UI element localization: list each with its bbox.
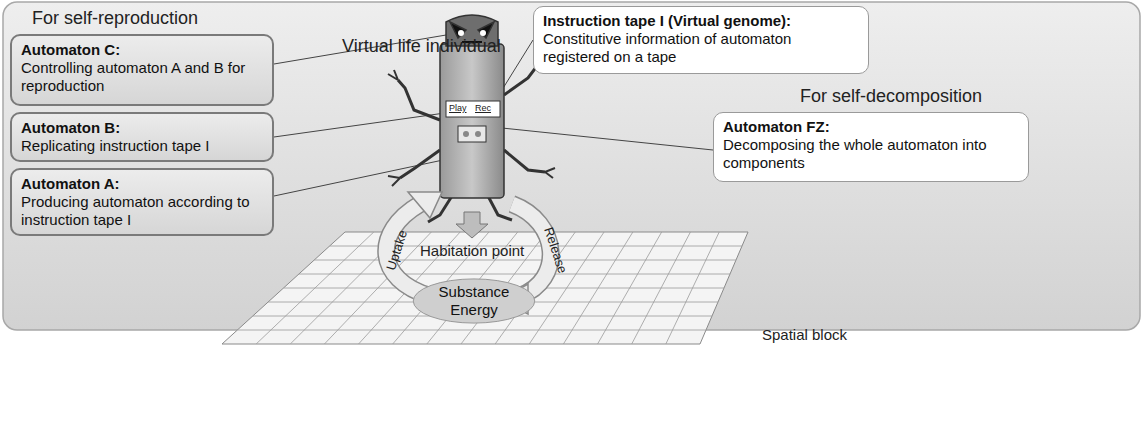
box-text: Substance Energy	[426, 283, 522, 319]
flow-label: Uptake	[385, 228, 412, 272]
substance-energy: Substance Energy	[412, 278, 536, 324]
automaton-box: Automaton B:Replicating instruction tape…	[10, 112, 274, 162]
flow-label: Release	[541, 225, 570, 275]
group-heading: For self-decomposition	[800, 86, 982, 107]
box-heading: Automaton FZ:	[723, 118, 1019, 136]
place-label: Habitation point	[420, 242, 524, 259]
box-heading: Instruction tape I (Virtual genome):	[543, 12, 859, 30]
box-text: Producing automaton according to instruc…	[21, 193, 263, 229]
box-heading: Automaton C:	[21, 41, 263, 59]
button-label: Play	[449, 103, 467, 113]
figure-label: Virtual life individual	[342, 36, 501, 57]
group-heading: For self-reproduction	[32, 8, 198, 29]
tape-box: Instruction tape I (Virtual genome):Cons…	[533, 6, 869, 74]
box-text: Decomposing the whole automaton into com…	[723, 136, 1019, 172]
automaton-box: Automaton A:Producing automaton accordin…	[10, 168, 274, 236]
button-label: Rec	[475, 103, 491, 113]
automaton-box: Automaton FZ:Decomposing the whole autom…	[713, 112, 1029, 182]
box-heading: Automaton B:	[21, 119, 263, 137]
spatial-grid	[222, 232, 748, 344]
automaton-box: Automaton C:Controlling automaton A and …	[10, 34, 274, 106]
box-text: Replicating instruction tape I	[21, 137, 263, 155]
box-text: Controlling automaton A and B for reprod…	[21, 59, 263, 95]
plane-label: Spatial block	[762, 326, 847, 343]
box-heading: Automaton A:	[21, 175, 263, 193]
box-text: Constitutive information of automaton re…	[543, 30, 859, 66]
